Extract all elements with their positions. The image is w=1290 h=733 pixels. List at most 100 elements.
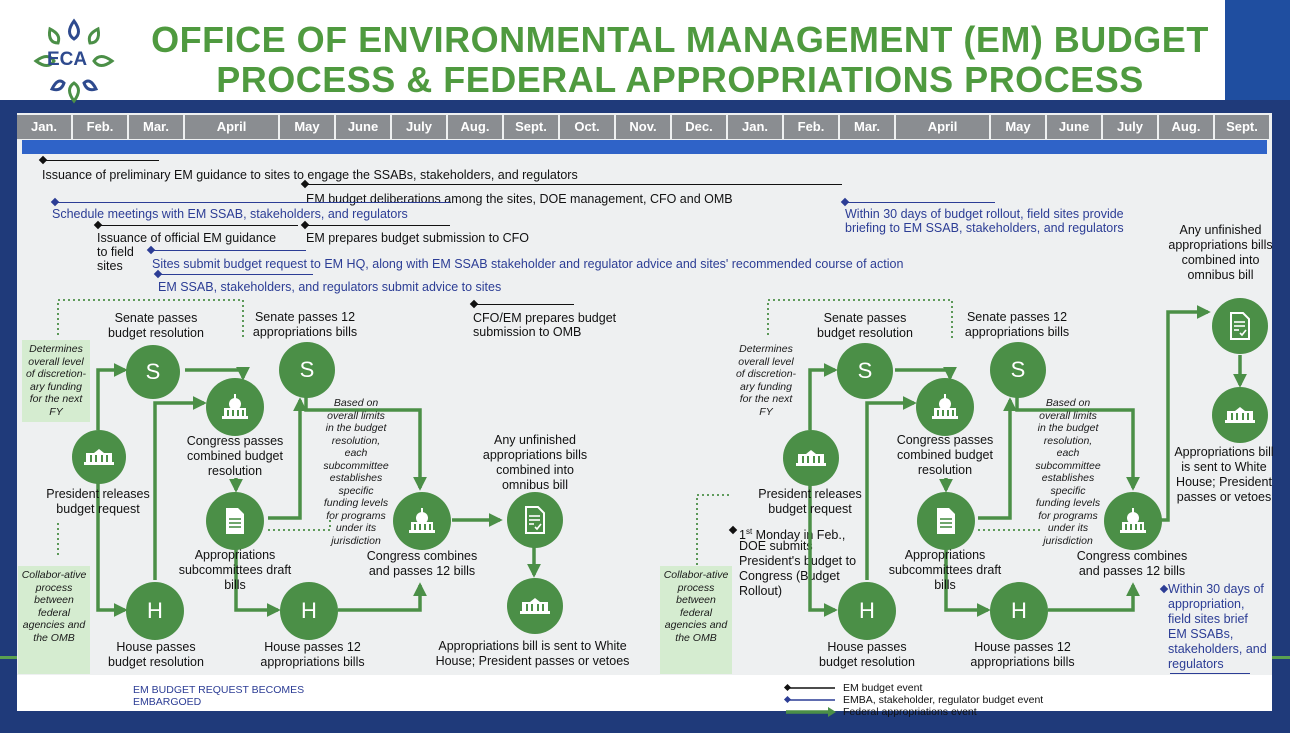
based-on-note: Based on overall limits in the budget re… <box>1035 397 1101 547</box>
legend-area <box>17 675 1272 711</box>
official-guidance-line-1: Issuance of official EM guidance <box>97 231 277 245</box>
white-house-icon <box>783 430 839 486</box>
eca-logo-icon <box>28 15 120 107</box>
month-6: July <box>392 115 448 139</box>
month-19: Aug. <box>1159 115 1215 139</box>
checklist-icon <box>1212 298 1268 354</box>
unfinished-label: Any unfinished appropriations bills comb… <box>1168 223 1273 282</box>
prelim-guidance-text: Issuance of preliminary EM guidance to s… <box>42 168 578 182</box>
event-line <box>98 225 298 226</box>
capitol-icon <box>393 492 451 550</box>
right-within-30-text: Within 30 days of appropriation, field s… <box>1168 582 1267 671</box>
month-20: Sept. <box>1215 115 1271 139</box>
month-16: May <box>991 115 1047 139</box>
official-guidance-line-3: sites <box>97 259 123 273</box>
white-house-label: Appropriations bill is sent to White Hou… <box>435 639 630 668</box>
event-line <box>305 225 450 226</box>
title-line-2: PROCESS & FEDERAL APPROPRIATIONS PROCESS <box>216 59 1144 100</box>
first-monday-line-4: Congress (Budget <box>739 569 840 583</box>
based-on-note: Based on overall limits in the budget re… <box>323 397 389 547</box>
collaborative-note: Collabor-ative process between federal a… <box>660 566 732 674</box>
house-12-label: House passes 12 appropriations bills <box>260 640 365 669</box>
schedule-meetings-text: Schedule meetings with EM SSAB, stakehol… <box>52 207 408 221</box>
capitol-icon <box>206 378 264 436</box>
logo-text: ECA <box>47 49 88 70</box>
white-house-icon <box>507 578 563 634</box>
senate-12-label: Senate passes 12 appropriations bills <box>252 310 358 339</box>
ssab-advice-text: EM SSAB, stakeholders, and regulators su… <box>158 280 502 294</box>
month-10: Nov. <box>616 115 672 139</box>
event-line <box>158 274 313 275</box>
within-30-line-1: Within 30 days of budget rollout, field … <box>845 207 1124 221</box>
embargo-line-1: EM BUDGET REQUEST BECOMES <box>133 684 305 696</box>
president-label: President releases budget request <box>758 487 862 516</box>
event-line <box>474 304 574 305</box>
first-monday-line-2: DOE submits <box>739 539 813 553</box>
house-12-label: House passes 12 appropriations bills <box>970 640 1075 669</box>
collaborative-note: Collabor-ative process between federal a… <box>18 566 90 674</box>
month-1: Feb. <box>73 115 129 139</box>
event-line <box>1170 673 1250 674</box>
first-monday-rest: Monday in Feb., <box>752 528 846 543</box>
senate-12-circle: S <box>990 342 1046 398</box>
event-line <box>43 160 159 161</box>
header-area <box>0 0 1225 100</box>
legend-em-event: EM budget event <box>843 682 923 694</box>
month-13: Feb. <box>784 115 840 139</box>
white-house-icon <box>1212 387 1268 443</box>
document-icon <box>206 492 264 550</box>
month-12: Jan. <box>728 115 784 139</box>
determines-note: Determines overall level of discretion-a… <box>735 343 797 418</box>
congress-12-label: Congress combines and passes 12 bills <box>366 549 478 578</box>
sites-submit-text: Sites submit budget request to EM HQ, al… <box>152 257 904 271</box>
subcommittees-label: Appropriations subcommittees draft bills <box>888 548 1002 592</box>
first-monday-num: 1 <box>739 528 746 543</box>
event-line <box>845 202 995 203</box>
house-resolution-label: House passes budget resolution <box>108 640 204 669</box>
unfinished-label: Any unfinished appropriations bills comb… <box>482 433 588 492</box>
document-icon <box>917 492 975 550</box>
capitol-icon <box>1104 492 1162 550</box>
month-3: April <box>185 115 280 139</box>
month-18: July <box>1103 115 1159 139</box>
month-5: June <box>336 115 392 139</box>
house-12-circle: H <box>990 582 1048 640</box>
month-9: Oct. <box>560 115 616 139</box>
event-line <box>151 250 306 251</box>
congress-12-label: Congress combines and passes 12 bills <box>1076 549 1188 578</box>
president-label: President releases budget request <box>46 487 150 516</box>
month-2: Mar. <box>129 115 185 139</box>
divider <box>0 656 17 659</box>
senate-circle: S <box>837 343 893 399</box>
official-guidance-line-2: to field <box>97 245 134 259</box>
first-monday-line-5: Rollout) <box>739 584 783 598</box>
embargo-line-2: EMBARGOED <box>133 696 202 708</box>
senate-resolution-label: Senate passes budget resolution <box>108 311 204 340</box>
senate-circle: S <box>126 345 180 399</box>
header-side-band <box>1225 0 1290 100</box>
cfo-line-2: submission to OMB <box>473 325 582 339</box>
within-30-line-2: briefing to EM SSAB, stakeholders, and r… <box>845 221 1124 235</box>
senate-resolution-label: Senate passes budget resolution <box>817 311 913 340</box>
congress-combined-label: Congress passes combined budget resoluti… <box>896 433 994 477</box>
prepares-submission-text: EM prepares budget submission to CFO <box>306 231 530 245</box>
month-0: Jan. <box>17 115 73 139</box>
checklist-icon <box>507 492 563 548</box>
month-15: April <box>896 115 991 139</box>
legend-emba-event: EMBA, stakeholder, regulator budget even… <box>843 694 1044 706</box>
month-4: May <box>280 115 336 139</box>
house-circle: H <box>838 582 896 640</box>
timeline-band <box>22 140 1267 154</box>
house-12-circle: H <box>280 582 338 640</box>
event-line <box>305 184 842 185</box>
senate-12-circle: S <box>279 342 335 398</box>
title-line-1: OFFICE OF ENVIRONMENTAL MANAGEMENT (EM) … <box>151 19 1209 60</box>
bottom-band <box>0 718 1290 733</box>
white-house-label: Appropriations bill is sent to White Hou… <box>1174 445 1274 504</box>
first-monday-sup: st <box>745 527 753 536</box>
divider <box>1272 656 1290 659</box>
house-circle: H <box>126 582 184 640</box>
determines-note: Determines overall level of discretion-a… <box>22 340 90 422</box>
